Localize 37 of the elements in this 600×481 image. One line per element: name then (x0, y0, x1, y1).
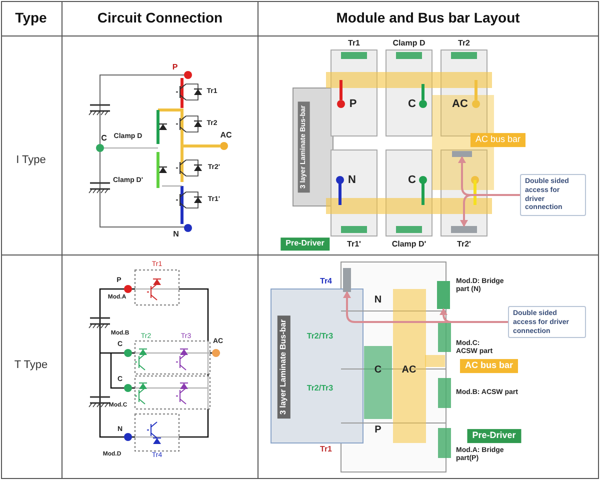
column-header: Circuit Connection (97, 10, 223, 26)
pre-driver-tag: Pre-Driver (280, 238, 330, 250)
driver-terminal (452, 151, 472, 157)
module-label: Clamp D (392, 40, 426, 48)
terminal-label: P (172, 64, 178, 72)
column-header: Module and Bus bar Layout (336, 10, 520, 26)
terminal-label: C (374, 364, 382, 376)
driver-terminal (451, 226, 477, 233)
terminal-label: N (348, 174, 356, 186)
terminal-label: AC (402, 364, 416, 376)
terminal-label: AC (220, 132, 232, 140)
module-label: Tr1 (320, 446, 332, 454)
bus-bar-tag: AC bus bar (470, 133, 526, 147)
terminal-label: C (408, 98, 416, 110)
module-label: Tr2/Tr3 (306, 384, 334, 394)
module-label: Tr2 (458, 40, 470, 48)
module-label: Tr4 (320, 278, 332, 286)
terminal-label: N (374, 294, 382, 306)
module-label: Tr2' (457, 240, 471, 250)
driver-terminal (343, 268, 351, 292)
terminal-label: P (374, 424, 382, 436)
row-header: I Type (16, 154, 46, 166)
terminal-label: C (408, 174, 416, 186)
bus-bar-tag: 3 layer Laminate Bus-bar (278, 315, 290, 419)
pre-driver-tag: Pre-Driver (467, 429, 521, 443)
terminal-label: AC (452, 98, 468, 110)
terminal-label: P (349, 98, 357, 110)
module-label: Tr1 (348, 40, 360, 48)
terminal-label: N (173, 230, 179, 240)
row-header: T Type (14, 358, 48, 372)
module-label: Tr2/Tr3 (306, 332, 334, 342)
column-header: Type (15, 10, 47, 26)
module-label: Clamp D' (392, 240, 426, 250)
terminal-label: C (101, 134, 107, 144)
driver-terminal (437, 281, 450, 309)
module-label: Tr1' (347, 240, 361, 250)
bus-bar-tag: AC bus bar (460, 359, 518, 373)
